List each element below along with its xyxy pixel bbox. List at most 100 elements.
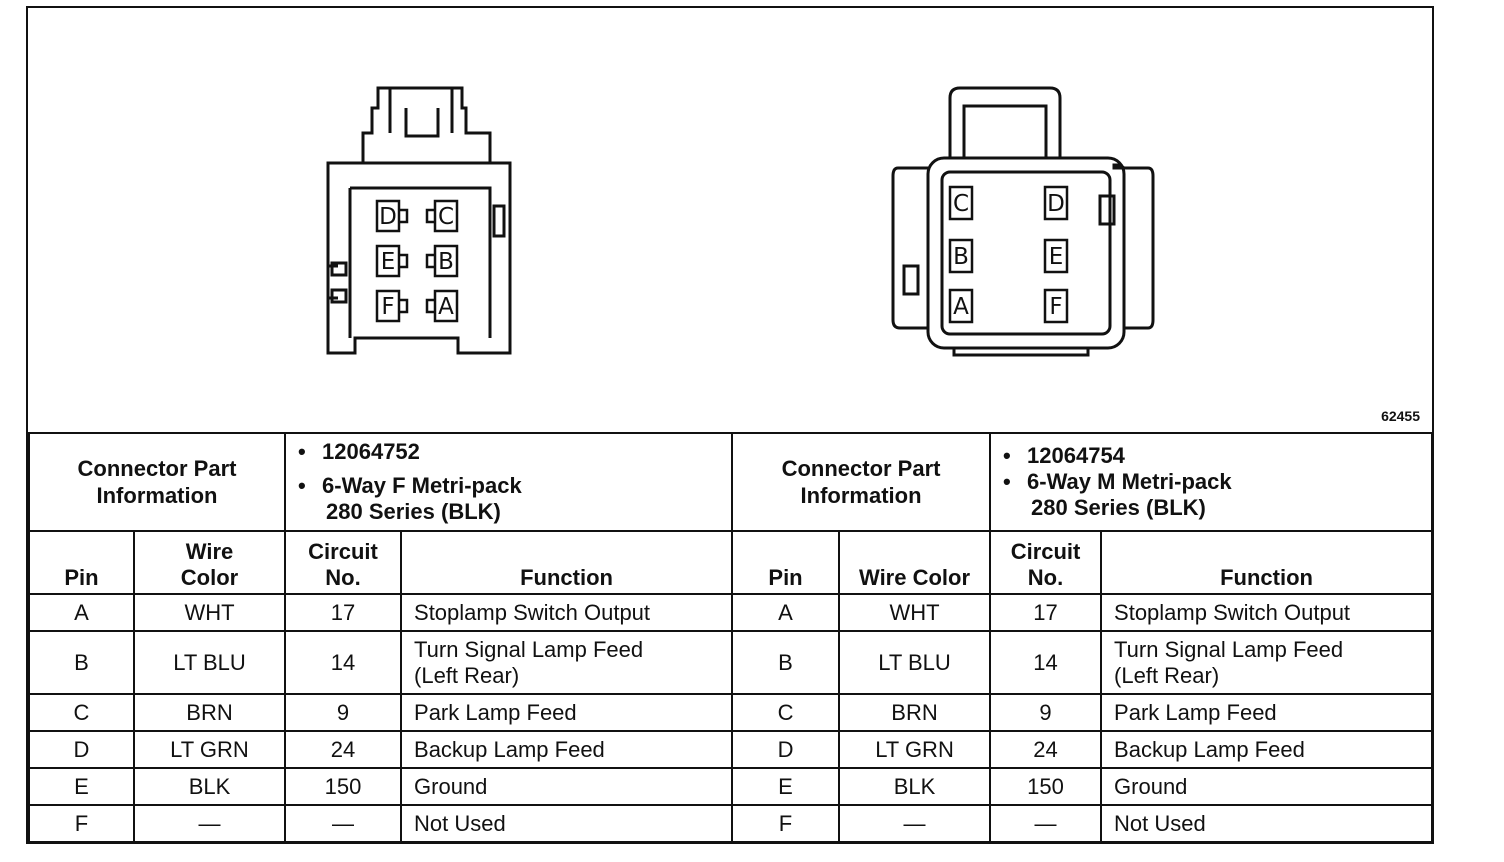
pin-cavity: [1043, 185, 1069, 221]
circuit-cell: 150: [989, 767, 1103, 806]
pin-cavity: [948, 238, 974, 274]
connector-part-info: •12064752 •6-Way F Metri-pack 280 Series…: [284, 432, 734, 532]
male-connector-drawing: [891, 86, 1155, 357]
circuit-cell: —: [989, 804, 1103, 843]
col-pin: Pin: [28, 530, 135, 595]
function-cell: Turn Signal Lamp Feed(Left Rear): [400, 630, 734, 695]
pin-label: B: [438, 249, 454, 275]
pin-label: E: [381, 249, 396, 275]
circuit-cell: 150: [284, 767, 403, 806]
pin-cavity: [433, 199, 459, 233]
wire-color-cell: LT BLU: [132, 630, 287, 695]
pin-latch: [425, 298, 435, 314]
function-cell: Turn Signal Lamp Feed(Left Rear): [1100, 630, 1434, 695]
wire-color-cell: —: [132, 804, 287, 843]
circuit-cell: —: [284, 804, 403, 843]
part-description: 6-Way F Metri-pack: [322, 473, 522, 498]
pin-cavity: [375, 199, 401, 233]
part-number: 12064754: [1027, 443, 1125, 468]
pin-cell: F: [731, 804, 841, 843]
function-cell: Park Lamp Feed: [1100, 693, 1434, 732]
wire-color-cell: WHT: [838, 593, 992, 632]
female-connector-drawing: [326, 86, 512, 355]
wire-color-cell: LT BLU: [838, 630, 992, 695]
function-cell: Not Used: [400, 804, 734, 843]
col-function: Function: [1100, 530, 1434, 595]
col-function: Function: [400, 530, 734, 595]
pin-label: D: [379, 204, 397, 230]
pin-cell: E: [731, 767, 841, 806]
circuit-cell: 24: [284, 730, 403, 769]
wire-color-cell: LT GRN: [838, 730, 992, 769]
pin-cell: D: [28, 730, 135, 769]
function-cell: Stoplamp Switch Output: [400, 593, 734, 632]
pin-cell: A: [731, 593, 841, 632]
wire-color-cell: WHT: [132, 593, 287, 632]
pin-cell: B: [28, 630, 135, 695]
function-cell: Backup Lamp Feed: [400, 730, 734, 769]
pin-label: A: [953, 294, 969, 320]
pin-label: D: [1047, 191, 1065, 217]
wire-color-cell: BLK: [838, 767, 992, 806]
pin-latch: [399, 253, 409, 269]
pin-cavity: [1043, 288, 1069, 324]
pin-cavity: [948, 185, 974, 221]
connector-part-info: •12064754 •6-Way M Metri-pack 280 Series…: [989, 432, 1434, 532]
pin-cavity: [433, 289, 459, 323]
pin-label: A: [438, 294, 454, 320]
pin-cavity: [948, 288, 974, 324]
pin-latch: [425, 208, 435, 224]
function-cell: Backup Lamp Feed: [1100, 730, 1434, 769]
pin-cell: D: [731, 730, 841, 769]
function-cell: Stoplamp Switch Output: [1100, 593, 1434, 632]
wire-color-cell: BRN: [132, 693, 287, 732]
pin-label: E: [1049, 244, 1064, 270]
wire-color-cell: —: [838, 804, 992, 843]
wire-color-cell: BLK: [132, 767, 287, 806]
pin-cavity: [375, 244, 401, 278]
pin-cell: A: [28, 593, 135, 632]
connector-diagram-area: D C E B F A C D B E A F 62455: [28, 8, 1432, 432]
pin-latch: [425, 253, 435, 269]
part-description: 6-Way M Metri-pack: [1027, 469, 1232, 494]
pin-label: B: [953, 244, 969, 270]
pin-label: C: [438, 204, 454, 230]
pin-label: F: [1049, 294, 1062, 320]
pin-label: F: [381, 294, 394, 320]
circuit-cell: 14: [989, 630, 1103, 695]
circuit-cell: 24: [989, 730, 1103, 769]
wire-color-cell: BRN: [838, 693, 992, 732]
circuit-cell: 17: [284, 593, 403, 632]
circuit-cell: 9: [284, 693, 403, 732]
pin-latch: [399, 298, 409, 314]
wire-color-cell: LT GRN: [132, 730, 287, 769]
figure-number: 62455: [1381, 408, 1420, 424]
pin-cavity: [433, 244, 459, 278]
pin-cavity: [1043, 238, 1069, 274]
pin-cell: E: [28, 767, 135, 806]
connector-drawings: D C E B F A C D B E A F: [326, 86, 1155, 357]
pin-cell: F: [28, 804, 135, 843]
pin-cell: B: [731, 630, 841, 695]
part-number: 12064752: [322, 439, 420, 464]
pin-cavity: [375, 289, 401, 323]
col-pin: Pin: [731, 530, 841, 595]
function-cell: Ground: [1100, 767, 1434, 806]
function-cell: Park Lamp Feed: [400, 693, 734, 732]
col-wire-color: Wire Color: [838, 530, 992, 595]
circuit-cell: 9: [989, 693, 1103, 732]
pin-latch: [399, 208, 409, 224]
pin-label: C: [953, 191, 969, 217]
